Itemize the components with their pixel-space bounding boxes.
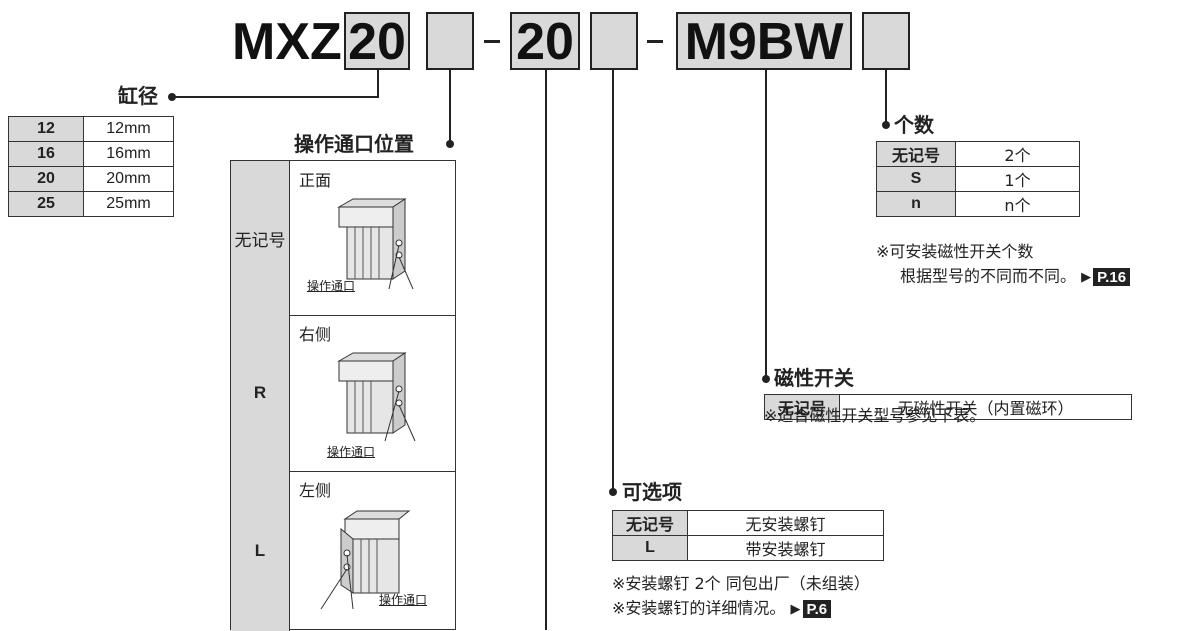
port-code-cell: R bbox=[231, 315, 290, 471]
port-label: 正面 bbox=[299, 171, 332, 190]
table-row: 无记号无安装螺钉 bbox=[612, 510, 884, 536]
option-note-2-text: ※安装螺钉的详细情况。 bbox=[612, 598, 786, 618]
switch-code: M9BW bbox=[684, 13, 844, 71]
switch-code-cell: 无记号 bbox=[764, 394, 840, 420]
bore-code-box: 20 bbox=[344, 12, 410, 70]
dash-1 bbox=[484, 40, 500, 43]
option-leader-v bbox=[612, 70, 614, 490]
switch-title: 磁性开关 bbox=[774, 366, 854, 390]
option-code-cell: 无记号 bbox=[612, 510, 688, 536]
cylinder-front-image bbox=[337, 198, 414, 290]
bore-value-cell: 16mm bbox=[83, 141, 174, 167]
port-title: 操作通口位置 bbox=[294, 132, 414, 156]
stroke-code: 20 bbox=[516, 13, 574, 71]
arrow-right-icon: ▶ bbox=[1081, 269, 1092, 285]
bore-code: 20 bbox=[348, 13, 406, 71]
port-code-box bbox=[426, 12, 474, 70]
option-page-ref[interactable]: P.6 bbox=[802, 600, 832, 618]
count-code-cell: 无记号 bbox=[876, 141, 956, 167]
switch-value-cell: 无磁性开关（内置磁环） bbox=[839, 394, 1132, 420]
count-page-ref[interactable]: P.16 bbox=[1093, 268, 1131, 286]
switch-dot bbox=[762, 375, 770, 383]
count-note-2: 根据型号的不同而不同。 ▶P.16 bbox=[900, 266, 1131, 286]
table-row: L 左侧 操作通口 bbox=[231, 471, 455, 631]
bore-dot bbox=[168, 93, 176, 101]
cylinder-left-image bbox=[320, 510, 411, 610]
port-dot bbox=[446, 140, 454, 148]
count-code-box bbox=[862, 12, 910, 70]
count-note-2-text: 根据型号的不同而不同。 bbox=[900, 266, 1077, 286]
option-dot bbox=[609, 488, 617, 496]
count-code-cell: n bbox=[876, 191, 956, 217]
option-note-2: ※安装螺钉的详细情况。 ▶P.6 bbox=[612, 598, 832, 618]
table-row: 无记号无磁性开关（内置磁环） bbox=[764, 394, 1132, 420]
count-value-cell: n个 bbox=[955, 191, 1080, 217]
cylinder-right-image bbox=[337, 352, 416, 442]
dash-2 bbox=[647, 40, 663, 43]
bore-leader-v bbox=[377, 70, 379, 98]
bore-value-cell: 12mm bbox=[83, 116, 174, 142]
bore-value-cell: 20mm bbox=[83, 166, 174, 192]
bore-leader-h bbox=[174, 96, 379, 98]
port-callout: 操作通口 bbox=[379, 593, 428, 607]
count-value-cell: 1个 bbox=[955, 166, 1080, 192]
port-label: 左侧 bbox=[299, 481, 332, 500]
port-callout: 操作通口 bbox=[307, 279, 356, 293]
table-row: 无记号 正面 操作通口 bbox=[231, 161, 455, 316]
bore-code-cell: 12 bbox=[8, 116, 84, 142]
port-leader-v bbox=[449, 70, 451, 146]
option-note-1: ※安装螺钉 2个 同包出厂（未组装） bbox=[612, 574, 870, 593]
port-code-cell: L bbox=[231, 471, 290, 631]
port-callout: 操作通口 bbox=[327, 445, 376, 459]
count-leader-v bbox=[885, 70, 887, 126]
switch-note: ※适合磁性开关型号参见下表。 bbox=[764, 406, 986, 425]
port-table: 无记号 正面 操作通口 R 右侧 bbox=[230, 160, 456, 631]
switch-leader-v bbox=[765, 70, 767, 382]
option-code-box bbox=[590, 12, 638, 70]
stroke-leader-v bbox=[545, 70, 547, 630]
count-value-cell: 2个 bbox=[955, 141, 1080, 167]
bore-code-cell: 16 bbox=[8, 141, 84, 167]
bore-title: 缸径 bbox=[118, 84, 158, 108]
option-title: 可选项 bbox=[622, 480, 682, 504]
port-code-cell: 无记号 bbox=[231, 161, 290, 315]
count-note-1: ※可安装磁性开关个数 bbox=[876, 242, 1034, 261]
switch-table: 无记号无磁性开关（内置磁环） bbox=[764, 394, 1132, 420]
count-dot bbox=[882, 121, 890, 129]
count-title: 个数 bbox=[894, 113, 934, 137]
model-prefix: MXZ bbox=[232, 13, 342, 71]
switch-code-box: M9BW bbox=[676, 12, 852, 70]
bore-code-cell: 25 bbox=[8, 191, 84, 217]
option-code-cell: L bbox=[612, 535, 688, 561]
port-label: 右侧 bbox=[299, 325, 332, 344]
bore-value-cell: 25mm bbox=[83, 191, 174, 217]
count-code-cell: S bbox=[876, 166, 956, 192]
option-value-cell: 无安装螺钉 bbox=[687, 510, 884, 536]
table-row: R 右侧 操作通口 bbox=[231, 315, 455, 472]
stroke-code-box: 20 bbox=[510, 12, 580, 70]
arrow-right-icon: ▶ bbox=[790, 601, 801, 617]
bore-code-cell: 20 bbox=[8, 166, 84, 192]
option-value-cell: 带安装螺钉 bbox=[687, 535, 884, 561]
